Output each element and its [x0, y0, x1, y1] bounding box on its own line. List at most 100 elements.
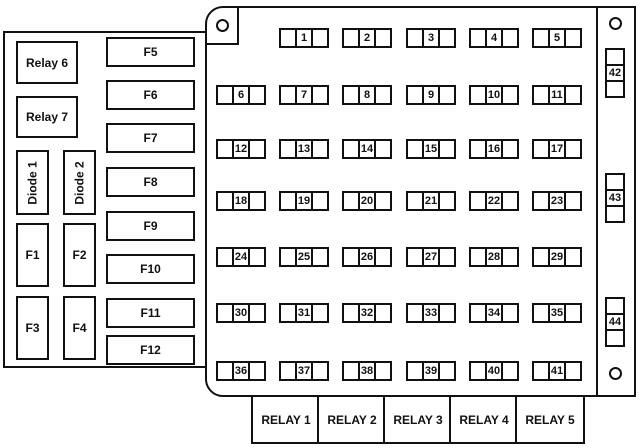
fuse-18: 18 — [216, 191, 266, 211]
fuse-terminal — [438, 361, 456, 381]
fuse-terminal — [248, 139, 266, 159]
fuse-terminal — [564, 361, 582, 381]
diode-2: Diode 2 — [63, 150, 96, 215]
fuse-label: F12 — [140, 343, 161, 357]
fuse-9: 9 — [406, 85, 456, 105]
fuse-terminal — [564, 139, 582, 159]
fuse-38: 38 — [342, 361, 392, 381]
fuse-7: 7 — [279, 85, 329, 105]
fuse-terminal — [438, 247, 456, 267]
fuse-terminal — [501, 303, 519, 323]
fuse-number: 40 — [485, 361, 503, 381]
fuse-number: 27 — [422, 247, 440, 267]
fuse-22: 22 — [469, 191, 519, 211]
fuse-32: 32 — [342, 303, 392, 323]
fuse-number: 25 — [295, 247, 313, 267]
fuse-41: 41 — [532, 361, 582, 381]
mounting-hole-icon — [216, 19, 229, 32]
fuse-5: 5 — [532, 28, 582, 48]
fuse-17: 17 — [532, 139, 582, 159]
relay-label: RELAY 5 — [525, 412, 575, 427]
fuse-label: F5 — [143, 45, 158, 59]
fuse-21: 21 — [406, 191, 456, 211]
fuse-number: 17 — [548, 139, 566, 159]
fuse-terminal — [438, 28, 456, 48]
relay-label: RELAY 4 — [459, 412, 509, 427]
relay-label: RELAY 3 — [393, 412, 443, 427]
fuse-terminal — [248, 361, 266, 381]
fuse-terminal — [311, 28, 329, 48]
fuse-terminal — [248, 303, 266, 323]
fuse-terminal — [501, 85, 519, 105]
right-strip — [596, 6, 598, 397]
relay-7: Relay 7 — [16, 96, 78, 138]
diode-1-label: Diode 1 — [25, 160, 40, 205]
fuse-f2-label: F2 — [72, 248, 87, 262]
fuse-42: 42 — [605, 48, 625, 98]
fuse-16: 16 — [469, 139, 519, 159]
diode-2-label: Diode 2 — [72, 160, 87, 205]
fuse-terminal — [311, 247, 329, 267]
corner-mount — [205, 6, 239, 45]
relay-label: RELAY 2 — [327, 412, 377, 427]
fuse-29: 29 — [532, 247, 582, 267]
fuse-terminal — [248, 191, 266, 211]
fuse-12: 12 — [216, 139, 266, 159]
relay-label: RELAY 1 — [261, 412, 311, 427]
fuse-14: 14 — [342, 139, 392, 159]
fuse-terminal — [564, 303, 582, 323]
fuse-39: 39 — [406, 361, 456, 381]
relay-6-label: Relay 6 — [25, 55, 69, 70]
fuse-label: F10 — [140, 262, 161, 276]
fuse-f8: F8 — [106, 167, 195, 197]
fuse-terminal — [311, 361, 329, 381]
fuse-number: 2 — [358, 28, 376, 48]
fuse-number: 14 — [358, 139, 376, 159]
fuse-f12: F12 — [106, 335, 195, 365]
fuse-terminal — [438, 139, 456, 159]
fuse-10: 10 — [469, 85, 519, 105]
fuse-1: 1 — [279, 28, 329, 48]
fuse-terminal — [374, 139, 392, 159]
relay-4: RELAY 4 — [449, 395, 519, 444]
relay-6: Relay 6 — [16, 41, 78, 84]
fuse-3: 3 — [406, 28, 456, 48]
fuse-26: 26 — [342, 247, 392, 267]
fuse-40: 40 — [469, 361, 519, 381]
fuse-34: 34 — [469, 303, 519, 323]
fuse-terminal — [501, 247, 519, 267]
fuse-terminal — [374, 247, 392, 267]
fuse-f5: F5 — [106, 37, 195, 67]
fuse-terminal — [311, 191, 329, 211]
fuse-33: 33 — [406, 303, 456, 323]
fuse-terminal — [564, 28, 582, 48]
fuse-terminal — [605, 329, 625, 347]
fuse-label: F8 — [143, 175, 158, 189]
fuse-label: F11 — [140, 306, 161, 320]
fuse-31: 31 — [279, 303, 329, 323]
mounting-hole-icon — [609, 367, 622, 380]
fuse-43: 43 — [605, 173, 625, 223]
fuse-23: 23 — [532, 191, 582, 211]
fuse-f4: F4 — [63, 296, 96, 360]
fuse-terminal — [564, 85, 582, 105]
fuse-terminal — [605, 205, 625, 223]
fuse-terminal — [605, 80, 625, 98]
fuse-37: 37 — [279, 361, 329, 381]
fuse-f1-label: F1 — [25, 248, 40, 262]
relay-1: RELAY 1 — [251, 395, 321, 444]
fuse-4: 4 — [469, 28, 519, 48]
fuse-label: F6 — [143, 88, 158, 102]
fuse-19: 19 — [279, 191, 329, 211]
fuse-8: 8 — [342, 85, 392, 105]
fuse-terminal — [311, 303, 329, 323]
fuse-terminal — [311, 85, 329, 105]
fuse-30: 30 — [216, 303, 266, 323]
fuse-20: 20 — [342, 191, 392, 211]
fuse-terminal — [311, 139, 329, 159]
fuse-label: F9 — [143, 219, 158, 233]
fuse-terminal — [501, 361, 519, 381]
relay-5: RELAY 5 — [515, 395, 585, 444]
fuse-f1: F1 — [16, 223, 49, 287]
fuse-11: 11 — [532, 85, 582, 105]
